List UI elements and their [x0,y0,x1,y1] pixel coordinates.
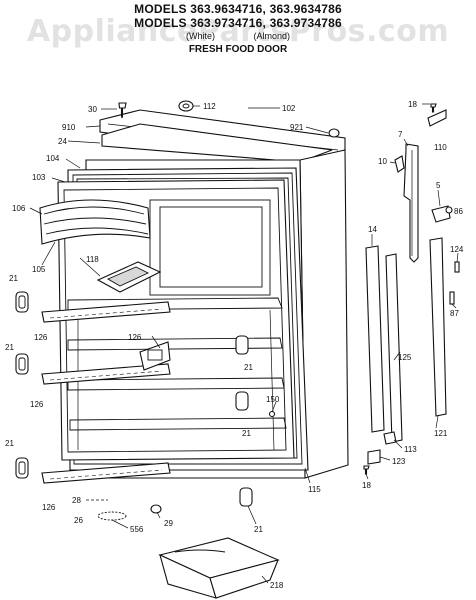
door-strip-121 [429,237,447,417]
label-21-4: 21 [244,363,253,372]
label-556: 556 [130,525,144,534]
label-5: 5 [436,181,441,190]
label-30: 30 [88,105,97,114]
nameplate-26 [97,511,127,521]
cap-921 [328,128,340,138]
shelf-support-21-2 [15,353,29,375]
plug-button-112 [178,100,194,112]
variant-almond: (Almond) [253,31,291,41]
label-103: 103 [32,173,46,182]
label-123: 123 [392,457,406,466]
bracket-123 [367,449,381,465]
label-126-1: 126 [34,333,48,342]
label-21-6: 21 [254,525,263,534]
label-86: 86 [454,207,463,216]
label-105: 105 [32,265,46,274]
door-shelf-bar-126-2 [41,363,171,385]
foot-29 [150,504,162,514]
door-shelf-bar-126-1 [41,301,171,323]
label-126-3: 126 [128,333,142,342]
label-910: 910 [62,123,76,132]
shelf-support-21-3 [15,457,29,479]
screw-30 [118,102,127,119]
screw-18-top [430,103,437,113]
bushing-86 [445,206,453,214]
part-labels: 30 112 102 910 24 104 103 106 105 118 21… [5,100,464,590]
butter-bin-118 [96,261,162,293]
dairy-door-106 [39,199,151,245]
label-150: 150 [266,395,280,404]
hinge-bracket-7 [403,143,419,263]
label-24: 24 [58,137,67,146]
leader-lines [29,103,459,584]
spring-124 [454,261,460,273]
label-218: 218 [270,581,284,590]
shelf-support-21-4 [235,335,249,355]
label-121: 121 [434,429,448,438]
label-106: 106 [12,204,26,213]
label-26: 26 [74,516,83,525]
label-921: 921 [290,123,304,132]
door-inner-liner [57,179,295,461]
door-top-trim [99,109,346,163]
variant-white: (White) [185,31,215,41]
label-115: 115 [308,485,321,494]
door-stop-10 [394,155,405,173]
screw-18-bottom [363,465,370,475]
label-21-1: 21 [9,274,18,283]
shelf-support-21-6 [239,487,253,507]
label-21-2: 21 [5,343,14,352]
label-87: 87 [450,309,459,318]
label-18-bottom: 18 [362,481,371,490]
bottom-bin-218 [158,537,280,599]
models-line-2: MODELS 363.9734716, 363.9734786 [134,16,342,30]
label-29: 29 [164,519,173,528]
screw-150 [268,410,276,418]
label-21-5: 21 [242,429,251,438]
label-125: 125 [398,353,412,362]
color-variants: (White) (Almond) [0,31,476,41]
hinge-cover-110 [427,109,447,127]
shelf-support-21-5 [235,391,249,411]
label-7: 7 [398,130,403,139]
label-28: 28 [72,496,81,505]
label-110: 110 [434,143,447,152]
door-shelf-bar-126-3 [41,462,171,484]
label-113: 113 [404,445,417,454]
label-18-top: 18 [408,100,417,109]
section-title: FRESH FOOD DOOR [188,44,288,55]
hinge-pin-113 [383,431,397,445]
shelf-support-21-1 [15,291,29,313]
label-124: 124 [450,245,464,254]
door-strip-14 [365,245,385,433]
label-10: 10 [378,157,387,166]
label-104: 104 [46,154,60,163]
label-118: 118 [86,255,99,264]
models-line-1: MODELS 363.9634716, 363.9634786 [134,2,342,16]
door-strip-125 [385,253,403,443]
label-112: 112 [203,102,216,111]
label-21-3: 21 [5,439,14,448]
label-14: 14 [368,225,377,234]
label-102: 102 [282,104,296,113]
label-126-4: 126 [42,503,56,512]
label-126-2: 126 [30,400,44,409]
pin-87 [449,291,455,305]
egg-tray-126 [139,341,171,371]
